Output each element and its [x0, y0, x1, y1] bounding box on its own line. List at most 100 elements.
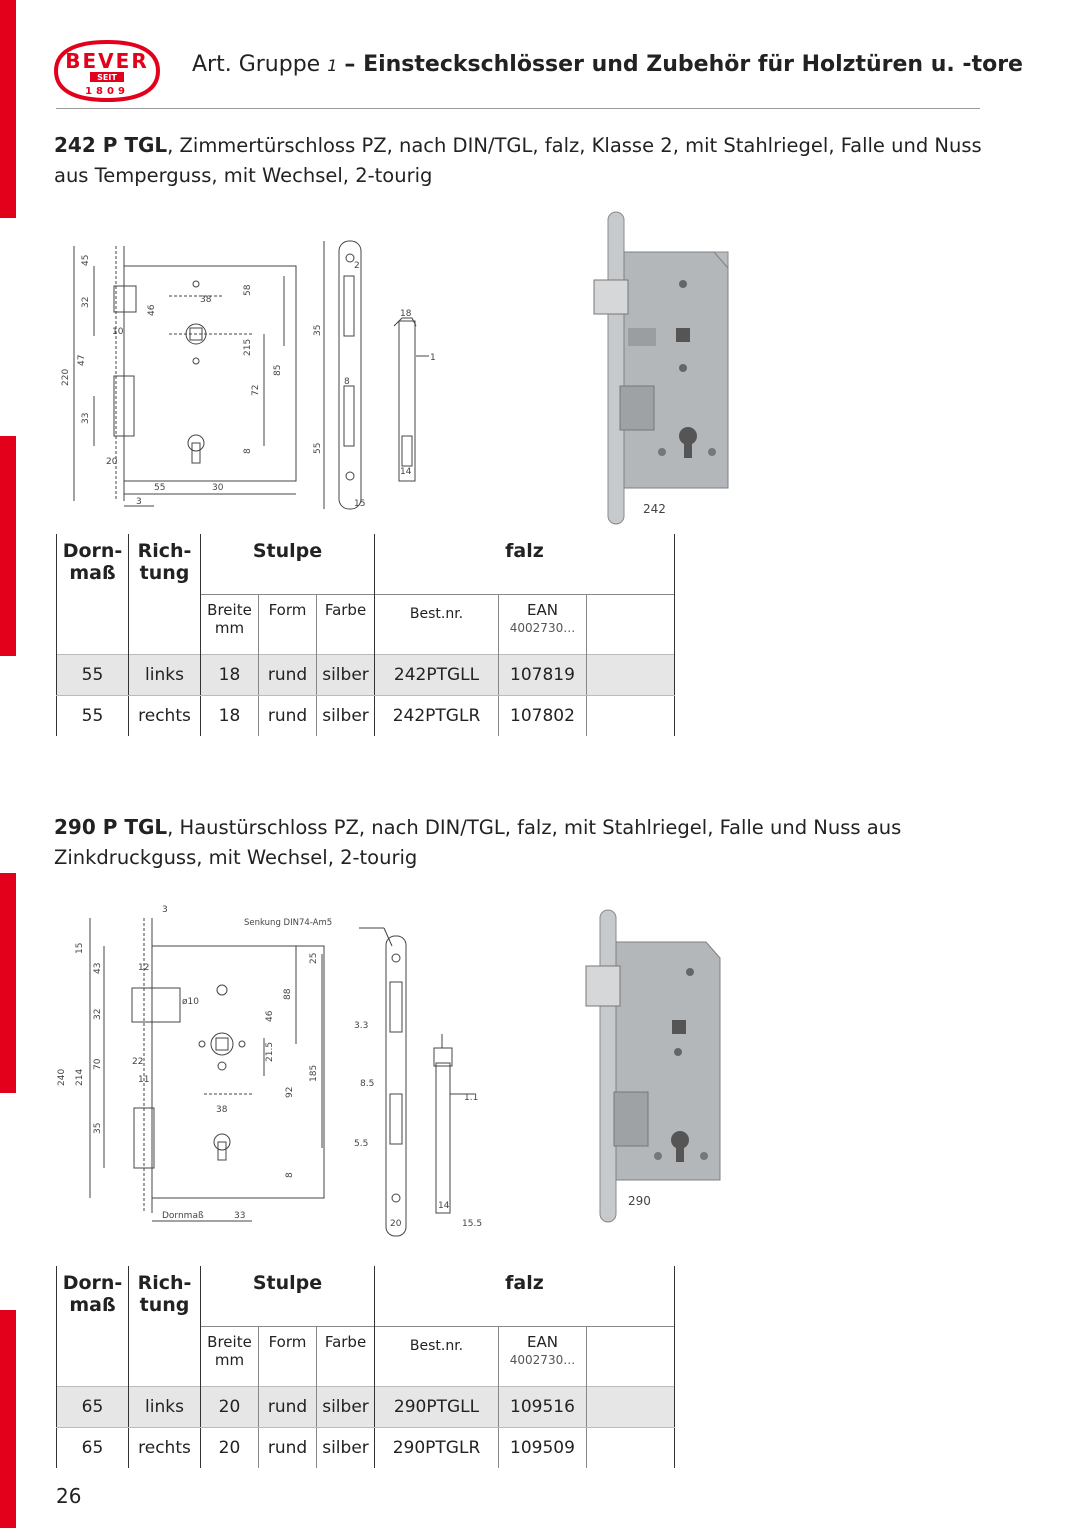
col-header-ean: EAN: [527, 600, 558, 619]
cell-breite: 20: [200, 1427, 259, 1468]
col-header-ean-prefix: 4002730…: [509, 1352, 576, 1367]
dimension-label: Dornmaß: [162, 1211, 204, 1221]
dimension-label: 35: [313, 325, 323, 336]
cell-bestnr: 290PTGLL: [374, 1386, 499, 1428]
dimension-label: 185: [309, 1065, 319, 1082]
spec-table-290: Dorn- maß Rich- tung Stulpe falz Breite …: [56, 1266, 675, 1468]
dimension-label: 38: [200, 295, 212, 305]
col-header-ean-prefix: 4002730…: [509, 620, 576, 635]
col-header-breite: Breite: [207, 600, 252, 619]
col-header-dornmass: Dorn- maß: [56, 1266, 129, 1326]
cell-breite: 18: [200, 695, 259, 736]
cell-bestnr: 290PTGLR: [374, 1427, 499, 1468]
product-description-text: , Zimmertürschloss PZ, nach DIN/TGL, fal…: [54, 134, 982, 187]
cell-richtung: links: [128, 1386, 201, 1428]
col-header-stulpe: Stulpe: [200, 1266, 375, 1326]
dimension-label: 85: [273, 365, 283, 376]
col-header-bestnr: Best.nr.: [374, 1325, 499, 1387]
logo-since: SEIT: [97, 73, 117, 82]
dimension-label: 33: [234, 1211, 245, 1221]
logo-year: 1809: [85, 86, 129, 97]
product-photo-290: [585, 909, 721, 1223]
dimension-label: 215: [243, 339, 253, 356]
col-header-richtung: Rich- tung: [128, 534, 201, 594]
product-photo-242: [593, 211, 729, 525]
edge-bar: [0, 0, 16, 218]
cell-form: rund: [258, 1427, 317, 1468]
dimension-label: 55: [154, 483, 165, 493]
cell-ean: 109509: [498, 1427, 587, 1468]
cell-ean: 107819: [498, 654, 587, 696]
dimension-label: 55: [313, 443, 323, 454]
product-description: 242 P TGL, Zimmertürschloss PZ, nach DIN…: [54, 130, 1014, 191]
dimension-label: 3: [162, 905, 168, 915]
ean-header: EAN 4002730…: [498, 593, 587, 655]
col-header-stulpe: Stulpe: [200, 534, 375, 594]
table-row: 55 links 18 rund silber 242PTGLL 107819: [56, 654, 675, 696]
dimension-label: 14: [438, 1201, 450, 1211]
cell-breite: 20: [200, 1386, 259, 1428]
cell-dornmass: 55: [56, 654, 129, 696]
dimension-label: 8.5: [360, 1079, 374, 1089]
group-number: 1: [327, 56, 338, 75]
col-header-form: Form: [258, 1325, 317, 1387]
dimension-label: 8: [344, 377, 350, 387]
dimension-label: 15: [354, 499, 365, 509]
dimension-label: 32: [93, 1009, 103, 1020]
dimension-label: 47: [77, 355, 87, 366]
drawing-note: Senkung DIN74-Am5: [244, 918, 332, 928]
bever-logo: BEVER SEIT 1809: [53, 39, 161, 103]
cell-dornmass: 65: [56, 1427, 129, 1468]
dimension-label: 18: [400, 309, 412, 319]
cell-farbe: silber: [316, 654, 375, 696]
cell-form: rund: [258, 654, 317, 696]
table-row: 55 rechts 18 rund silber 242PTGLR 107802: [56, 695, 675, 736]
dimension-label: 38: [216, 1105, 228, 1115]
dimension-label: 11: [138, 1075, 149, 1085]
dimension-label: 22: [132, 1057, 143, 1067]
dimension-label: 30: [212, 483, 224, 493]
cell-richtung: links: [128, 654, 201, 696]
table-row: 65 links 20 rund silber 290PTGLL 109516: [56, 1386, 675, 1428]
cell-dornmass: 65: [56, 1386, 129, 1428]
dimension-label: 10: [112, 327, 124, 337]
dimension-label: 15: [75, 943, 85, 954]
dimension-label: 8: [285, 1172, 295, 1178]
dimension-label: 1.1: [464, 1093, 478, 1103]
col-header-form: Form: [258, 593, 317, 655]
col-header-richtung: Rich- tung: [128, 1266, 201, 1326]
breite-header: Breite mm: [200, 593, 259, 655]
cell-richtung: rechts: [128, 1427, 201, 1468]
header-title: – Einsteckschlösser und Zubehör für Holz…: [344, 52, 1023, 77]
dimension-label: 32: [81, 297, 91, 308]
page-header: Art. Gruppe 1 – Einsteckschlösser und Zu…: [192, 52, 1023, 77]
product-code: 290 P TGL: [54, 815, 168, 839]
dimension-label: 15.5: [462, 1219, 482, 1229]
dimension-label: 25: [309, 953, 319, 964]
dimension-label: 12: [138, 963, 149, 973]
dimension-label: 20: [106, 457, 118, 467]
dimension-label: 214: [75, 1069, 85, 1086]
dimension-label: 220: [61, 369, 71, 386]
spec-table-242: Dorn- maß Rich- tung Stulpe falz Breite …: [56, 534, 675, 736]
dimension-label: 21.5: [265, 1042, 275, 1062]
cell-dornmass: 55: [56, 695, 129, 736]
col-header-farbe: Farbe: [316, 1325, 375, 1387]
logo-brand: BEVER: [65, 49, 148, 73]
technical-drawing-242: 45 32 38 46 58 215 72 85 10 220 47 33 20…: [61, 240, 436, 510]
col-header-farbe: Farbe: [316, 593, 375, 655]
dimension-label: 58: [243, 284, 253, 296]
cell-bestnr: 242PTGLL: [374, 654, 499, 696]
dimension-label: 5.5: [354, 1139, 368, 1149]
cell-farbe: silber: [316, 695, 375, 736]
cell-richtung: rechts: [128, 695, 201, 736]
col-header-breite-unit: mm: [214, 1350, 245, 1369]
breite-header: Breite mm: [200, 1325, 259, 1387]
technical-drawing-290: 3 15 43 12 ø10 88 32 46 21.5 240 214 70 …: [57, 905, 482, 1237]
cell-breite: 18: [200, 654, 259, 696]
dimension-label: 8: [243, 448, 253, 454]
dimension-label: 3.3: [354, 1021, 368, 1031]
cell-form: rund: [258, 695, 317, 736]
group-prefix: Art. Gruppe: [192, 52, 321, 77]
dimension-label: 14: [400, 467, 412, 477]
